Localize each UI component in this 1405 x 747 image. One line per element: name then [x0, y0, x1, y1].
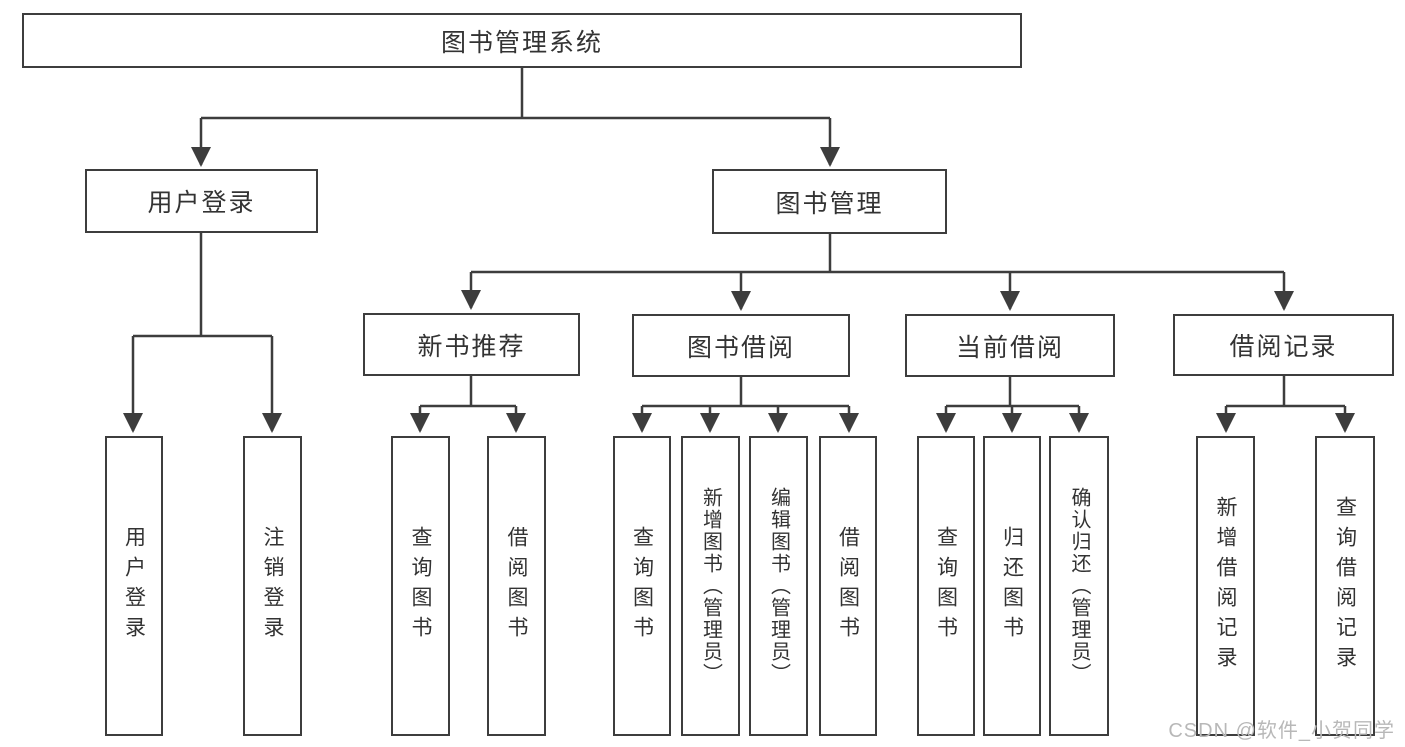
leaf-logout-login: 注销登录 — [243, 436, 302, 736]
branch-book-mgmt-children — [461, 234, 1294, 311]
leaf-borrow-book-under-borrow: 借阅图书 — [819, 436, 877, 736]
leaf-query-book-under-borrow: 查询图书 — [613, 436, 671, 736]
leaf-query-book-under-current: 查询图书 — [917, 436, 975, 736]
node-borrow-record: 借阅记录 — [1173, 314, 1394, 376]
node-root: 图书管理系统 — [22, 13, 1022, 68]
leaf-add-borrow-record: 新增借阅记录 — [1196, 436, 1255, 736]
branch-root-to-level2 — [191, 68, 840, 167]
leaf-confirm-return-admin: 确认归还（管理员） — [1049, 436, 1109, 736]
leaf-user-login: 用户登录 — [105, 436, 163, 736]
branch-book-borrow-children — [632, 377, 859, 433]
node-user-login: 用户登录 — [85, 169, 318, 233]
leaf-return-book: 归还图书 — [983, 436, 1041, 736]
leaf-edit-book-admin: 编辑图书（管理员） — [749, 436, 808, 736]
leaf-add-book-admin: 新增图书（管理员） — [681, 436, 740, 736]
branch-borrow-record-children — [1216, 376, 1355, 433]
node-book-borrow: 图书借阅 — [632, 314, 850, 377]
leaf-query-book-under-new-book: 查询图书 — [391, 436, 450, 736]
node-book-mgmt: 图书管理 — [712, 169, 947, 234]
branch-current-borrow-children — [936, 377, 1089, 433]
leaf-borrow-book-under-new-book: 借阅图书 — [487, 436, 546, 736]
branch-new-book-rec-children — [410, 376, 526, 433]
node-new-book-rec: 新书推荐 — [363, 313, 580, 376]
node-current-borrow: 当前借阅 — [905, 314, 1115, 377]
branch-user-login-children — [123, 233, 282, 433]
leaf-query-borrow-record: 查询借阅记录 — [1315, 436, 1375, 736]
watermark: CSDN @软件_小贺同学 — [1168, 720, 1395, 742]
